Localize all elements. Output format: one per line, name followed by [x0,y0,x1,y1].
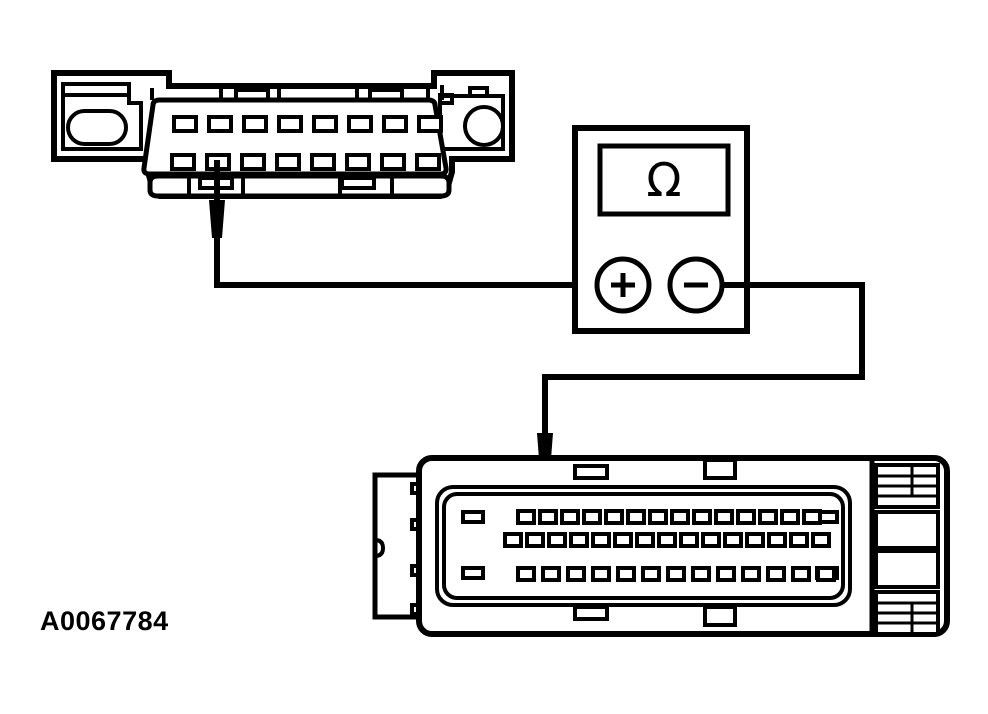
dlc-pin-row-bottom [170,153,441,171]
pcm-pin [692,509,712,525]
pcm-pin [516,566,536,582]
dlc-connector [51,70,515,199]
plus-icon [611,273,635,297]
pcm-inner-bezel-outer [435,485,852,607]
dlc-bottom-skirt [147,173,452,199]
pcm-pin [767,532,787,548]
pcm-pin [541,566,561,582]
pcm-pin [525,532,545,548]
dlc-pin [347,115,373,133]
dlc-pin [382,115,408,133]
pcm-pin [560,509,580,525]
pcm-pin [516,509,536,525]
dlc-round-mounting-hole [463,105,505,147]
dlc-test-probe [209,160,225,238]
pcm-pin [670,509,690,525]
wire-dlc-to-positive [214,234,609,288]
dlc-oval-mounting-slot [66,109,128,146]
dlc-pin [172,115,198,133]
meter-display-value: Ω [646,153,681,207]
pcm-pin [780,509,800,525]
pcm-corner-key [461,510,485,524]
dlc-pin-row-top [172,115,443,133]
dlc-pin [240,153,266,171]
dlc-pin [312,115,338,133]
dlc-pin [275,153,301,171]
dlc-pin [277,115,303,133]
pcm-pin [613,532,633,548]
pcm-pin [736,509,756,525]
pcm-right-latch [869,460,940,636]
dlc-top-tab-strip [150,88,444,102]
pcm-pin [723,532,743,548]
pcm-left-tab-pivot [374,538,386,558]
pcm-pin [691,566,711,582]
pcm-pin-row-bottom [516,566,836,582]
pcm-pin [547,532,567,548]
pcm-bottom-tabs [573,605,737,627]
pcm-pin [582,509,602,525]
pcm-pin [657,532,677,548]
wire-negative-to-pcm [542,282,865,440]
figure-id-label: A0067784 [40,606,169,636]
dlc-left-flange-top-step [61,82,131,97]
pcm-pin [716,566,736,582]
pcm-connector [372,455,950,637]
pcm-pin [701,532,721,548]
ohmmeter: Ω [572,125,750,334]
pcm-pin [745,532,765,548]
dlc-pin [170,153,196,171]
dlc-pin [242,115,268,133]
pcm-pin [679,532,699,548]
pcm-pin [635,532,655,548]
pcm-pin [791,566,811,582]
pcm-pin [569,532,589,548]
pcm-inner-bezel-inner [442,492,845,600]
pcm-pin [714,509,734,525]
pcm-pin [566,566,586,582]
pcm-pin [766,566,786,582]
pcm-pin [758,509,778,525]
pcm-pin [741,566,761,582]
dlc-pin [345,153,371,171]
pcm-pin [503,532,523,548]
pcm-pin-row-top [516,509,822,525]
pcm-pin [789,532,809,548]
pcm-pin [641,566,661,582]
pcm-pin [626,509,646,525]
dlc-pin [380,153,406,171]
pcm-pin [591,532,611,548]
pcm-pin [616,566,636,582]
pcm-pin-row-middle [503,532,831,548]
pcm-pin [666,566,686,582]
pcm-pin [604,509,624,525]
pcm-pin [816,566,836,582]
meter-display [597,143,731,217]
pcm-pin [591,566,611,582]
pcm-top-tabs [573,458,737,480]
dlc-pin [310,153,336,171]
pcm-pin [811,532,831,548]
dlc-pin [415,153,441,171]
pcm-corner-key [461,566,485,580]
dlc-pin [207,115,233,133]
pcm-pin-probed [538,509,558,525]
pcm-pin [648,509,668,525]
pcm-pin [802,509,822,525]
dlc-pin [417,115,443,133]
